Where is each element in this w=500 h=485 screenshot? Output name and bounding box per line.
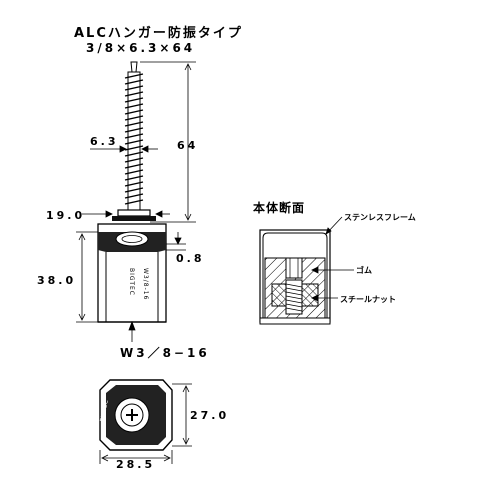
dim-6-3 xyxy=(90,145,158,153)
dim-label-38-0: 38.0 xyxy=(37,274,77,287)
dim-64 xyxy=(140,61,196,223)
dim-label-64: 64 xyxy=(177,139,199,152)
callout-rubber: ゴム xyxy=(356,266,372,275)
dim-0-8 xyxy=(166,232,186,251)
body-thread-mark: W3/8-16 xyxy=(142,268,149,300)
callout-frame: ステンレスフレーム xyxy=(344,213,416,222)
callout-leaders xyxy=(311,216,354,302)
thread-arrow xyxy=(128,320,136,342)
dim-label-0-8: 0.8 xyxy=(176,252,205,265)
top-brand-mark: BIGTEC xyxy=(99,399,110,422)
dim-label-6-3: 6.3 xyxy=(90,135,119,148)
callout-nut: スチールナット xyxy=(340,295,396,304)
thread-label: W3／8−16 xyxy=(120,346,210,360)
dim-19-0 xyxy=(82,210,170,218)
dim-label-19-0: 19.0 xyxy=(46,209,86,222)
screw xyxy=(112,61,156,221)
section-view xyxy=(259,229,331,325)
dim-label-28-5: 28.5 xyxy=(116,458,156,471)
dim-label-27-0: 27.0 xyxy=(190,409,230,422)
dim-27-0 xyxy=(172,383,192,447)
section-title: 本体断面 xyxy=(253,201,306,215)
hanger-body-top: BIGTEC xyxy=(99,379,173,451)
body-brand-mark: BIGTEC xyxy=(128,268,135,296)
page-title: ALCハンガー防振タイプ xyxy=(74,26,243,41)
spec-label: 3/8×6.3×64 xyxy=(86,41,196,55)
dim-28-5 xyxy=(99,450,173,464)
hanger-body-side: BIGTEC W3/8-16 xyxy=(97,223,167,323)
dim-38-0 xyxy=(76,231,98,323)
